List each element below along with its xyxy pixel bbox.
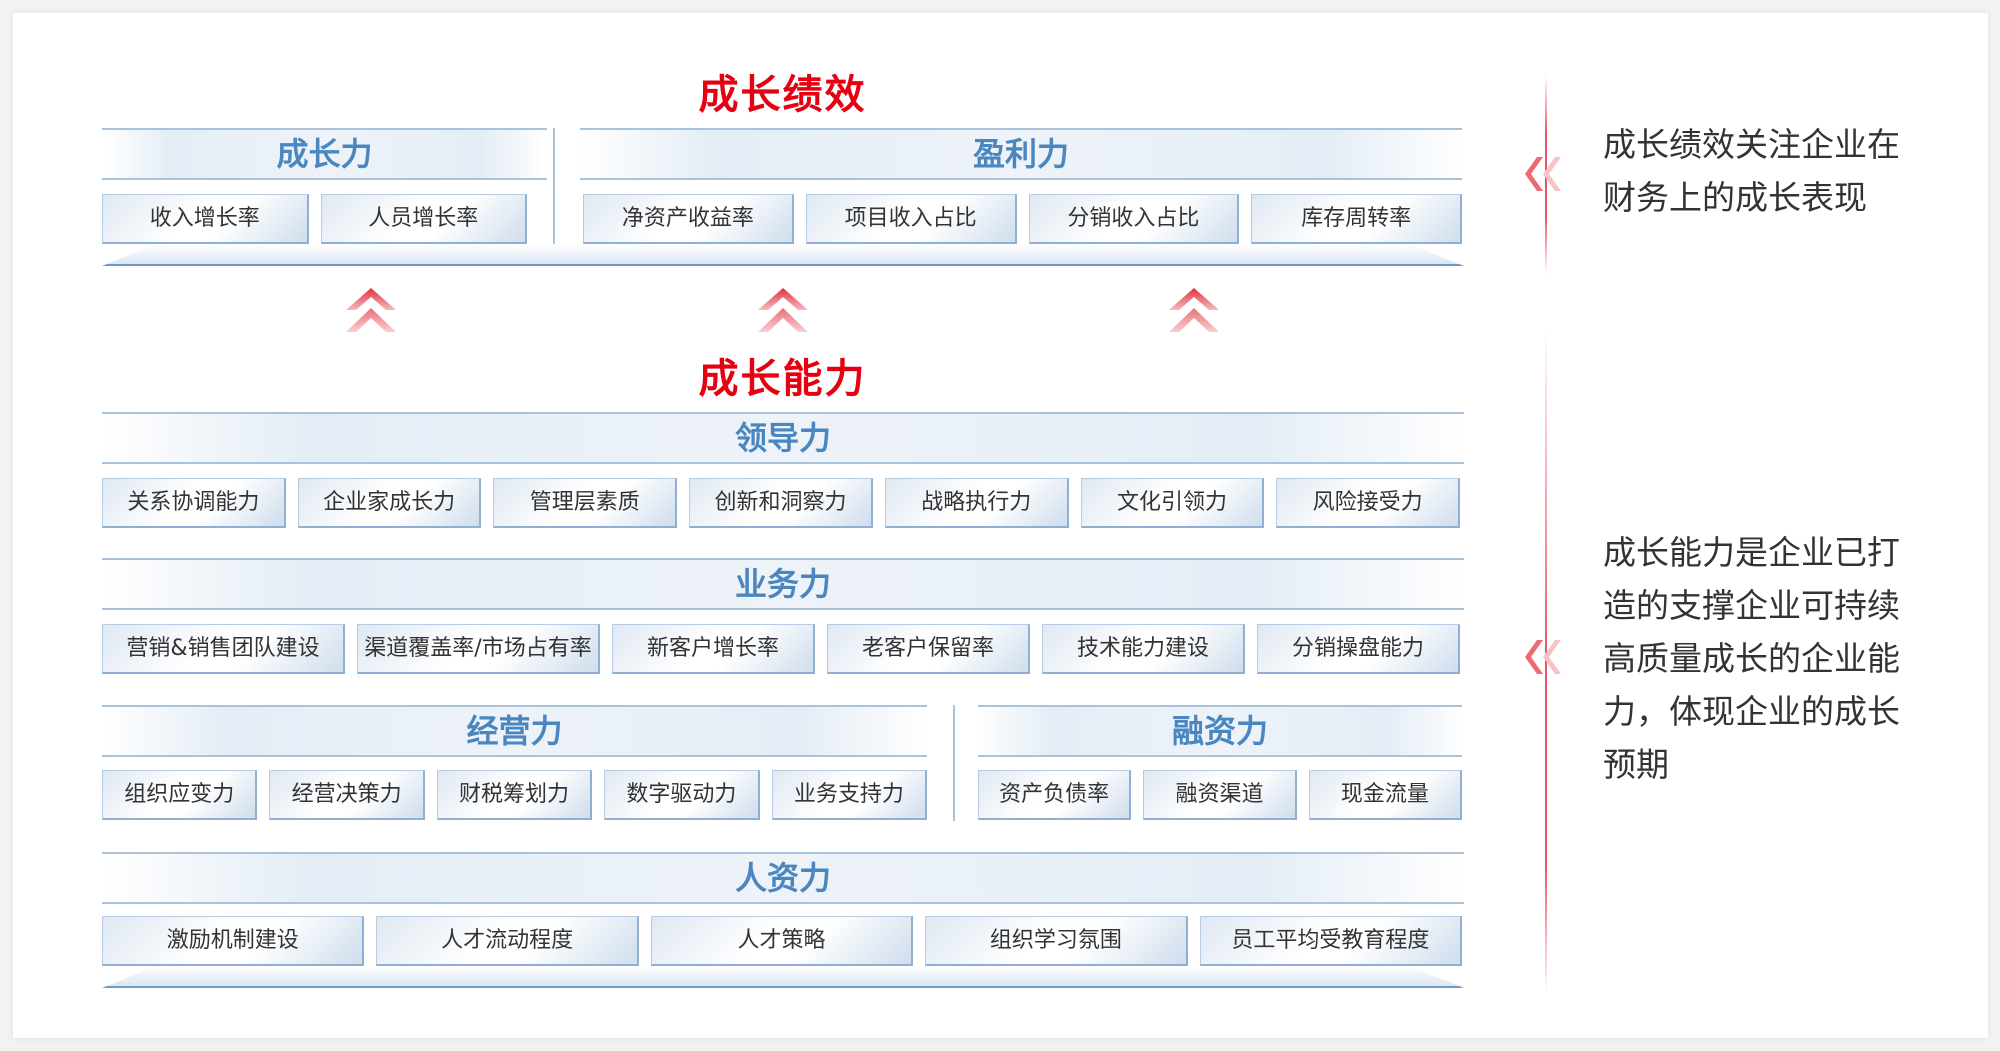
metric-box: 组织应变力 xyxy=(102,770,258,820)
metric-box: 员工平均受教育程度 xyxy=(1199,916,1463,966)
growth-items: 收入增长率 人员增长率 xyxy=(102,194,527,244)
metric-box: 创新和洞察力 xyxy=(689,478,873,528)
metric-box: 企业家成长力 xyxy=(297,478,482,528)
business-header: 业务力 xyxy=(102,558,1464,610)
metric-box: 净资产收益率 xyxy=(583,194,794,244)
metric-box: 新客户增长率 xyxy=(612,624,815,674)
performance-base xyxy=(102,244,1464,266)
leadership-items: 关系协调能力 企业家成长力 管理层素质 创新和洞察力 战略执行力 文化引领力 风… xyxy=(102,478,1461,528)
metric-box: 关系协调能力 xyxy=(102,478,286,528)
metric-box: 风险接受力 xyxy=(1276,478,1461,528)
profit-items: 净资产收益率 项目收入占比 分销收入占比 库存周转率 xyxy=(583,194,1462,244)
up-arrow-icon xyxy=(758,288,808,332)
double-left-arrow-icon xyxy=(1525,157,1561,191)
metric-box: 数字驱动力 xyxy=(604,770,760,820)
metric-box: 现金流量 xyxy=(1308,770,1462,820)
operation-items: 组织应变力 经营决策力 财税筹划力 数字驱动力 业务支持力 xyxy=(102,770,928,820)
metric-box: 技术能力建设 xyxy=(1042,624,1245,674)
metric-box: 渠道覆盖率/市场占有率 xyxy=(357,624,600,674)
metric-box: 营销&销售团队建设 xyxy=(102,624,345,674)
capability-note: 成长能力是企业已打造的支撑企业可持续高质量成长的企业能力，体现企业的成长预期 xyxy=(1603,533,1900,784)
business-items: 营销&销售团队建设 渠道覆盖率/市场占有率 新客户增长率 老客户保留率 技术能力… xyxy=(102,624,1460,674)
up-arrow-icon xyxy=(346,288,396,332)
capability-title: 成长能力 xyxy=(698,356,867,402)
metric-box: 文化引领力 xyxy=(1080,478,1265,528)
up-arrow-icon xyxy=(1169,288,1219,332)
timeline-line xyxy=(1545,330,1547,995)
operation-header: 经营力 xyxy=(102,705,927,757)
metric-box: 财税筹划力 xyxy=(436,770,593,820)
metric-box: 融资渠道 xyxy=(1143,770,1297,820)
metric-box: 人员增长率 xyxy=(320,194,527,244)
metric-box: 业务支持力 xyxy=(771,770,928,820)
profit-header: 盈利力 xyxy=(580,128,1462,180)
divider xyxy=(553,128,555,244)
capability-base xyxy=(102,966,1464,988)
hr-header: 人资力 xyxy=(102,852,1464,904)
metric-box: 管理层素质 xyxy=(493,478,678,528)
metric-box: 人才策略 xyxy=(650,916,914,966)
double-left-arrow-icon xyxy=(1525,640,1561,674)
performance-note: 成长绩效关注企业在财务上的成长表现 xyxy=(1603,125,1900,217)
growth-header: 成长力 xyxy=(102,128,547,180)
metric-box: 经营决策力 xyxy=(269,770,425,820)
metric-box: 组织学习氛围 xyxy=(925,916,1188,966)
performance-title: 成长绩效 xyxy=(698,72,867,118)
metric-box: 库存周转率 xyxy=(1251,194,1462,244)
metric-box: 分销收入占比 xyxy=(1028,194,1240,244)
metric-box: 项目收入占比 xyxy=(805,194,1017,244)
metric-box: 资产负债率 xyxy=(978,770,1132,820)
metric-box: 收入增长率 xyxy=(102,194,309,244)
metric-box: 人才流动程度 xyxy=(376,916,639,966)
hr-items: 激励机制建设 人才流动程度 人才策略 组织学习氛围 员工平均受教育程度 xyxy=(102,916,1463,966)
metric-box: 老客户保留率 xyxy=(827,624,1030,674)
metric-box: 分销操盘能力 xyxy=(1257,624,1460,674)
financing-items: 资产负债率 融资渠道 现金流量 xyxy=(978,770,1462,820)
metric-box: 激励机制建设 xyxy=(102,916,365,966)
leadership-header: 领导力 xyxy=(102,412,1464,464)
financing-header: 融资力 xyxy=(978,705,1462,757)
metric-box: 战略执行力 xyxy=(884,478,1069,528)
divider xyxy=(953,705,955,821)
